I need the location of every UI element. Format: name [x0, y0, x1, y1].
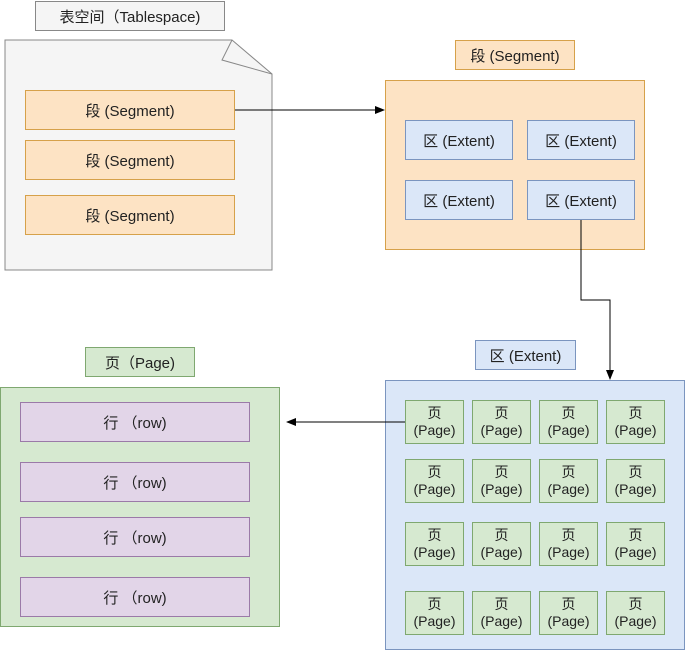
tablespace-segment: 段 (Segment)	[25, 195, 235, 235]
extent-page: 页(Page)	[539, 400, 598, 444]
extent-page-label-bottom: (Page)	[413, 544, 456, 560]
extent-page: 页(Page)	[539, 459, 598, 503]
extent-page-label-bottom: (Page)	[614, 422, 657, 438]
tablespace-title: 表空间（Tablespace)	[35, 1, 225, 31]
extent-page-label-top: 页	[427, 464, 442, 480]
extent-page: 页(Page)	[472, 459, 531, 503]
extent-page: 页(Page)	[405, 591, 464, 635]
extent-page-label-top: 页	[494, 405, 509, 421]
extent-page-label-bottom: (Page)	[413, 613, 456, 629]
extent-page-label-bottom: (Page)	[614, 613, 657, 629]
extent-group-title: 区 (Extent)	[475, 340, 576, 370]
extent-page: 页(Page)	[472, 522, 531, 566]
segment-group-container	[385, 80, 645, 250]
extent-page-label-bottom: (Page)	[547, 613, 590, 629]
segment-extent: 区 (Extent)	[527, 120, 635, 160]
extent-page-label-bottom: (Page)	[547, 481, 590, 497]
extent-page-label-top: 页	[561, 527, 576, 543]
extent-page: 页(Page)	[405, 459, 464, 503]
segment-group-title: 段 (Segment)	[455, 40, 575, 70]
extent-page-label-top: 页	[561, 405, 576, 421]
extent-page-label-bottom: (Page)	[480, 544, 523, 560]
extent-page-label-top: 页	[628, 527, 643, 543]
extent-page: 页(Page)	[472, 591, 531, 635]
extent-page: 页(Page)	[539, 591, 598, 635]
extent-page: 页(Page)	[405, 400, 464, 444]
extent-page-label-bottom: (Page)	[413, 481, 456, 497]
extent-page-label-bottom: (Page)	[547, 422, 590, 438]
extent-page-label-top: 页	[628, 596, 643, 612]
page-row: 行 （row)	[20, 462, 250, 502]
extent-page-label-bottom: (Page)	[614, 544, 657, 560]
extent-page-label-top: 页	[494, 527, 509, 543]
extent-page: 页(Page)	[606, 459, 665, 503]
extent-page-label-top: 页	[561, 596, 576, 612]
extent-page-label-bottom: (Page)	[547, 544, 590, 560]
extent-page-label-bottom: (Page)	[413, 422, 456, 438]
extent-page: 页(Page)	[405, 522, 464, 566]
segment-extent: 区 (Extent)	[405, 120, 513, 160]
page-row: 行 （row)	[20, 402, 250, 442]
extent-page-label-bottom: (Page)	[480, 481, 523, 497]
extent-page-label-bottom: (Page)	[480, 613, 523, 629]
extent-page: 页(Page)	[606, 522, 665, 566]
extent-page-label-top: 页	[494, 464, 509, 480]
tablespace-segment: 段 (Segment)	[25, 140, 235, 180]
tablespace-segment: 段 (Segment)	[25, 90, 235, 130]
extent-page-label-bottom: (Page)	[480, 422, 523, 438]
segment-extent: 区 (Extent)	[527, 180, 635, 220]
extent-page: 页(Page)	[606, 400, 665, 444]
extent-page-label-top: 页	[628, 405, 643, 421]
extent-page-label-top: 页	[427, 596, 442, 612]
page-group-title: 页（Page)	[85, 347, 195, 377]
extent-page: 页(Page)	[539, 522, 598, 566]
page-row: 行 （row)	[20, 577, 250, 617]
extent-page: 页(Page)	[606, 591, 665, 635]
extent-page-label-top: 页	[561, 464, 576, 480]
segment-extent: 区 (Extent)	[405, 180, 513, 220]
extent-page-label-top: 页	[427, 527, 442, 543]
extent-page: 页(Page)	[472, 400, 531, 444]
extent-page-label-top: 页	[427, 405, 442, 421]
extent-page-label-top: 页	[494, 596, 509, 612]
page-row: 行 （row)	[20, 517, 250, 557]
extent-page-label-bottom: (Page)	[614, 481, 657, 497]
extent-page-label-top: 页	[628, 464, 643, 480]
